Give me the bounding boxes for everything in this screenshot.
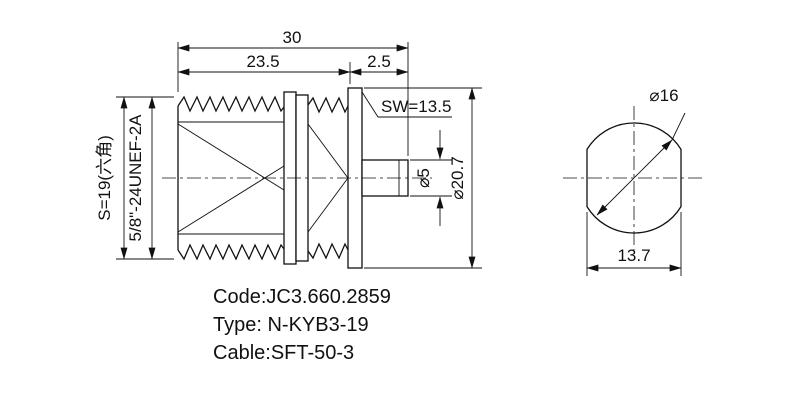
- dim-label-thread: 5/8"-24UNEF-2A: [126, 114, 145, 242]
- dim-line-outer-dia: [596, 139, 673, 216]
- inner-bore-lines: [178, 121, 284, 235]
- side-view: 30 23.5 2.5 S=19(六角) 5/8"-24UNEF-2A SW=1…: [95, 28, 482, 269]
- side-dimensions: 30 23.5 2.5 S=19(六角) 5/8"-24UNEF-2A SW=1…: [95, 28, 482, 269]
- note-cable: Cable:SFT-50-3: [213, 342, 354, 364]
- end-view-dimensions: ⌀16 13.7: [586, 86, 686, 276]
- inner-taper-lines-right: [307, 123, 349, 233]
- note-code: Code:JC3.660.2859: [213, 286, 391, 308]
- dim-label-flange-width: 2.5: [367, 52, 391, 71]
- note-type: Type: N-KYB3-19: [213, 314, 369, 336]
- title-notes: Code:JC3.660.2859 Type: N-KYB3-19 Cable:…: [213, 286, 391, 364]
- thread-profile-top-right: [307, 96, 349, 114]
- dim-label-across-flats: 13.7: [617, 246, 650, 265]
- outer-dia-leader-extension: [671, 112, 686, 141]
- connector-body: [162, 87, 432, 269]
- dim-label-outer-dia: ⌀16: [649, 86, 678, 105]
- dim-label-total-length: 30: [283, 28, 302, 47]
- thread-profile-bottom-left: [177, 243, 285, 261]
- inner-taper-lines: [177, 123, 285, 233]
- dim-label-wrench: SW=13.5: [381, 97, 451, 116]
- dim-label-body-length: 23.5: [246, 52, 279, 71]
- thread-profile-top-left: [177, 95, 285, 113]
- dim-label-pin-dia: ⌀5: [414, 168, 433, 188]
- end-view: ⌀16 13.7: [563, 86, 705, 276]
- wrench-leader-line: [361, 91, 452, 118]
- dim-label-hex: S=19(六角): [95, 135, 114, 221]
- dim-label-flange-dia: ⌀20.7: [448, 156, 467, 199]
- end-view-outline: [586, 122, 682, 234]
- thread-profile-bottom-right: [307, 242, 349, 260]
